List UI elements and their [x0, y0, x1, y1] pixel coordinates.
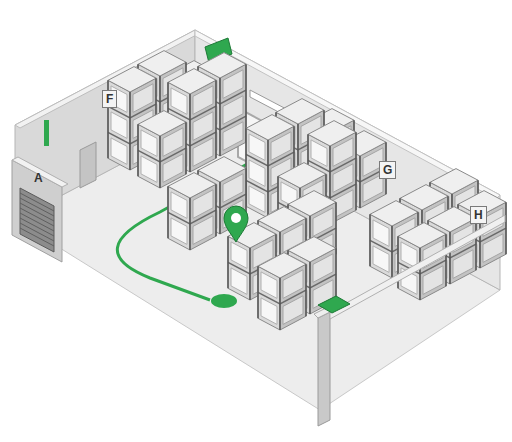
wall-sensor	[44, 120, 49, 146]
rack-unit	[258, 253, 306, 330]
area-label: A	[31, 170, 46, 186]
door	[80, 142, 96, 188]
rack-post	[129, 92, 131, 170]
rack-post	[267, 140, 269, 218]
front-right-wall-top	[330, 215, 505, 319]
shutter-line	[20, 228, 54, 246]
front-pillar	[318, 312, 330, 426]
rack-group	[108, 51, 506, 330]
rack-post	[449, 232, 451, 284]
area-label: F	[102, 90, 117, 108]
rack-post	[309, 262, 311, 314]
location-pin-dot	[231, 213, 241, 223]
rack-post	[475, 218, 477, 270]
rack-post	[137, 124, 139, 176]
rack-post	[419, 248, 421, 300]
rack-post	[159, 136, 161, 188]
shutter-line	[20, 193, 54, 211]
rack-post	[359, 156, 361, 208]
rack-post	[335, 202, 337, 254]
shutter-line	[20, 198, 54, 216]
front-left-wall	[12, 160, 62, 262]
rack-unit	[138, 111, 186, 188]
shutter-line	[20, 208, 54, 226]
dock-door-lines	[20, 193, 54, 246]
dock-door	[20, 188, 54, 252]
rack-post	[369, 214, 371, 266]
rack-post	[185, 122, 187, 174]
area-label: G	[379, 161, 396, 179]
shutter-line	[20, 218, 54, 236]
rack-shelf	[258, 290, 306, 304]
rack-unit	[168, 173, 216, 250]
rack-post	[189, 94, 191, 172]
rack-post	[445, 234, 447, 286]
shutter-line	[20, 213, 54, 231]
rack-post	[167, 186, 169, 238]
rack-side	[246, 128, 268, 218]
rack-shelf	[138, 148, 186, 162]
shutter-line	[20, 223, 54, 241]
rack-post	[335, 248, 337, 300]
rack-post	[249, 248, 251, 300]
rack-post	[189, 198, 191, 250]
rack-post	[215, 184, 217, 236]
rack-shelf	[246, 152, 294, 166]
location-pin	[224, 206, 248, 242]
charging-station	[318, 296, 350, 313]
wall-top	[12, 157, 68, 187]
rack-post	[305, 264, 307, 316]
route-line	[117, 158, 258, 300]
rack-post	[391, 226, 393, 278]
area-label: H	[470, 206, 487, 224]
rack-post	[219, 78, 221, 156]
rack-side	[220, 64, 246, 156]
rack-post	[355, 132, 357, 210]
back-right-wall	[195, 30, 500, 290]
rack-side	[190, 80, 216, 172]
route-start	[211, 294, 237, 308]
rack-shelf	[168, 210, 216, 224]
rack-post	[505, 202, 507, 254]
shutter-line	[20, 203, 54, 221]
rack-post	[279, 278, 281, 330]
rack-post	[227, 236, 229, 288]
rack-post	[257, 266, 259, 318]
rack-post	[219, 182, 221, 234]
rack-post	[215, 80, 217, 158]
